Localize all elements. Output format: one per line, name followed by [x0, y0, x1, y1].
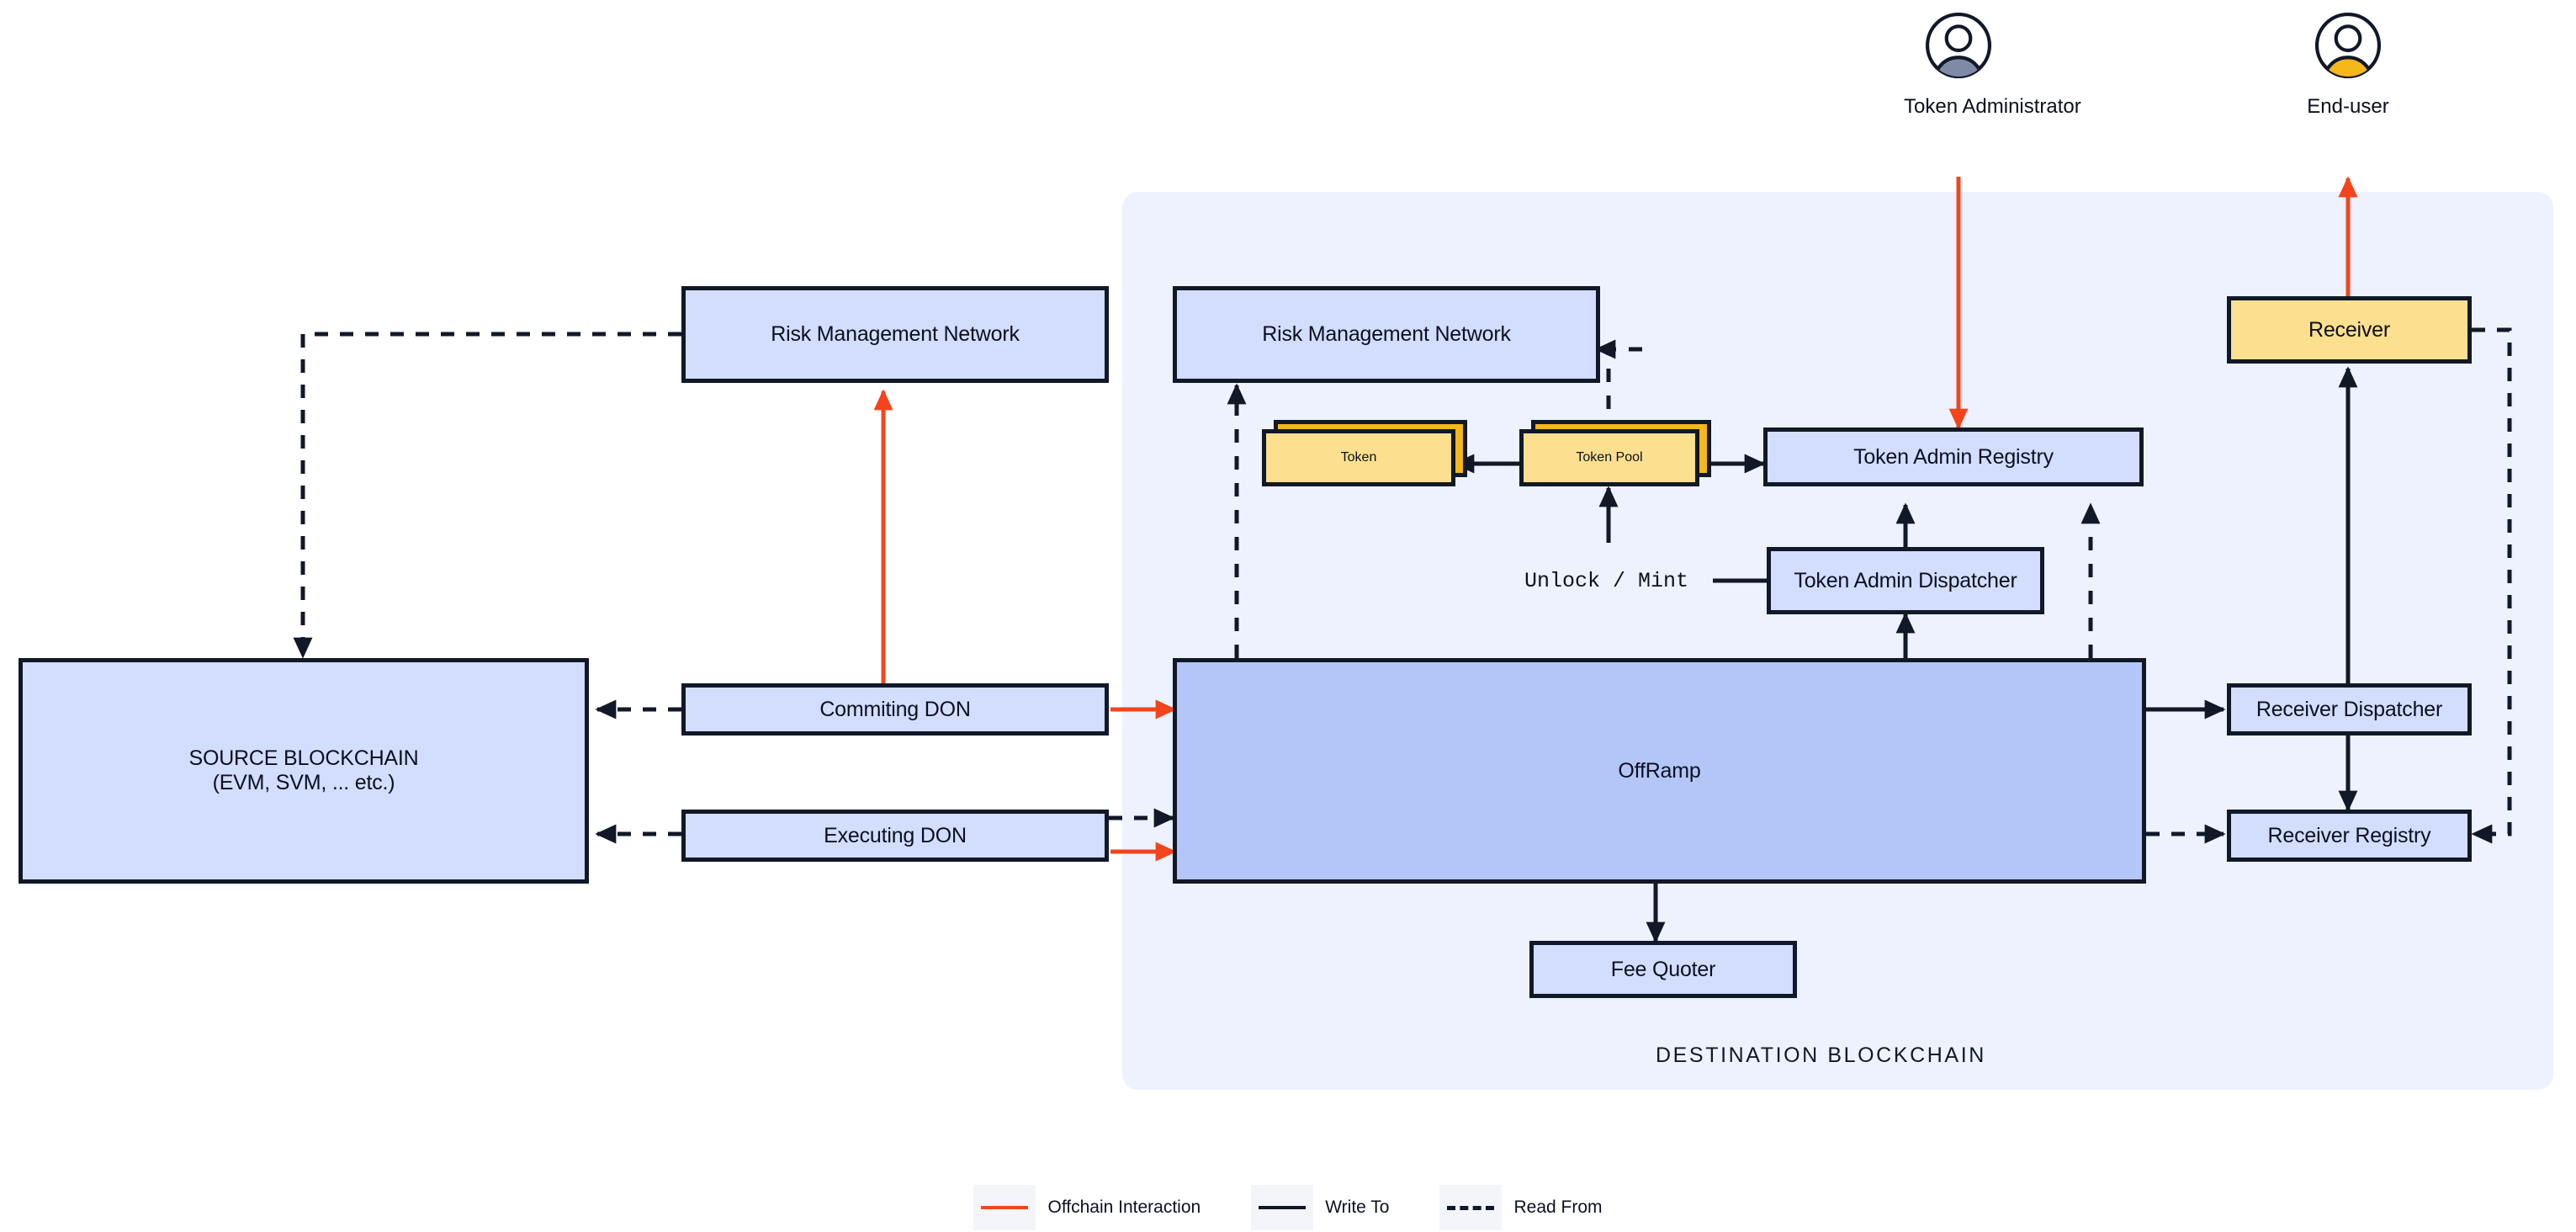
node-offramp-label: OffRamp	[1618, 758, 1701, 783]
node-token-admin-dispatcher[interactable]: Token Admin Dispatcher	[1767, 547, 2044, 614]
node-token-front: Token	[1262, 429, 1455, 486]
zone-destination-blockchain-label: DESTINATION BLOCKCHAIN	[1656, 1043, 1986, 1067]
edge-receiver-to-receiver-registry	[2471, 327, 2512, 844]
legend-line-offchain-icon	[981, 1206, 1029, 1209]
node-receiver-label: Receiver	[2308, 317, 2391, 342]
node-token-pool-label: Token Pool	[1576, 450, 1643, 465]
node-fee-quoter[interactable]: Fee Quoter	[1529, 941, 1797, 998]
node-dest-rmn-label: Risk Management Network	[1262, 322, 1511, 347]
node-source-blockchain-line1: SOURCE BLOCKCHAIN	[188, 746, 419, 771]
node-token-admin-dispatcher-label: Token Admin Dispatcher	[1794, 568, 2017, 592]
legend-item-offchain-interaction: Offchain Interaction	[973, 1185, 1251, 1230]
node-token-label: Token	[1340, 450, 1377, 465]
actor-end-user-label: End-user	[2307, 95, 2389, 118]
node-executing-don[interactable]: Executing DON	[681, 810, 1109, 862]
node-receiver[interactable]: Receiver	[2227, 296, 2472, 364]
legend-label-write-to: Write To	[1325, 1197, 1390, 1217]
user-avatar-icon	[2314, 12, 2382, 79]
node-token[interactable]: Token	[1262, 420, 1467, 486]
node-token-admin-registry-label: Token Admin Registry	[1853, 444, 2054, 469]
actor-token-administrator: Token Administrator	[1904, 10, 2081, 119]
edge-label-unlock-mint: Unlock / Mint	[1524, 569, 1689, 593]
node-receiver-dispatcher[interactable]: Receiver Dispatcher	[2227, 683, 2472, 735]
node-commiting-don-label: Commiting DON	[819, 697, 971, 721]
legend-item-write-to: Write To	[1251, 1185, 1439, 1230]
legend-swatch-read-from	[1439, 1185, 1503, 1230]
node-receiver-registry-label: Receiver Registry	[2267, 823, 2431, 847]
legend: Offchain Interaction Write To Read From	[0, 1185, 2576, 1230]
legend-swatch-write-to	[1251, 1185, 1314, 1230]
actor-end-user: End-user	[2293, 10, 2403, 119]
node-source-rmn[interactable]: Risk Management Network	[681, 286, 1109, 383]
legend-line-write-to-icon	[1259, 1206, 1307, 1209]
node-token-pool-front: Token Pool	[1519, 429, 1699, 486]
legend-label-read-from: Read From	[1513, 1197, 1603, 1217]
node-source-rmn-label: Risk Management Network	[771, 322, 1020, 347]
node-receiver-dispatcher-label: Receiver Dispatcher	[2255, 697, 2443, 721]
node-token-admin-registry[interactable]: Token Admin Registry	[1763, 427, 2144, 486]
node-commiting-don[interactable]: Commiting DON	[681, 683, 1109, 735]
node-source-blockchain-line2: (EVM, SVM, ... etc.)	[212, 771, 395, 794]
legend-swatch-offchain-interaction	[973, 1185, 1036, 1230]
legend-label-offchain-interaction: Offchain Interaction	[1047, 1197, 1201, 1217]
node-offramp[interactable]: OffRamp	[1173, 658, 2146, 884]
user-avatar-icon	[1925, 12, 1992, 79]
node-dest-rmn[interactable]: Risk Management Network	[1173, 286, 1600, 383]
edge-source-rmn-to-source-blockchain	[293, 332, 681, 659]
node-receiver-registry[interactable]: Receiver Registry	[2227, 810, 2472, 862]
legend-item-read-from: Read From	[1439, 1185, 1603, 1230]
actor-token-administrator-label: Token Administrator	[1904, 95, 2081, 118]
node-executing-don-label: Executing DON	[824, 823, 967, 847]
legend-line-read-from-icon	[1447, 1205, 1495, 1210]
node-token-pool[interactable]: Token Pool	[1519, 420, 1711, 486]
node-source-blockchain[interactable]: SOURCE BLOCKCHAIN (EVM, SVM, ... etc.)	[19, 658, 589, 884]
node-fee-quoter-label: Fee Quoter	[1610, 957, 1716, 981]
